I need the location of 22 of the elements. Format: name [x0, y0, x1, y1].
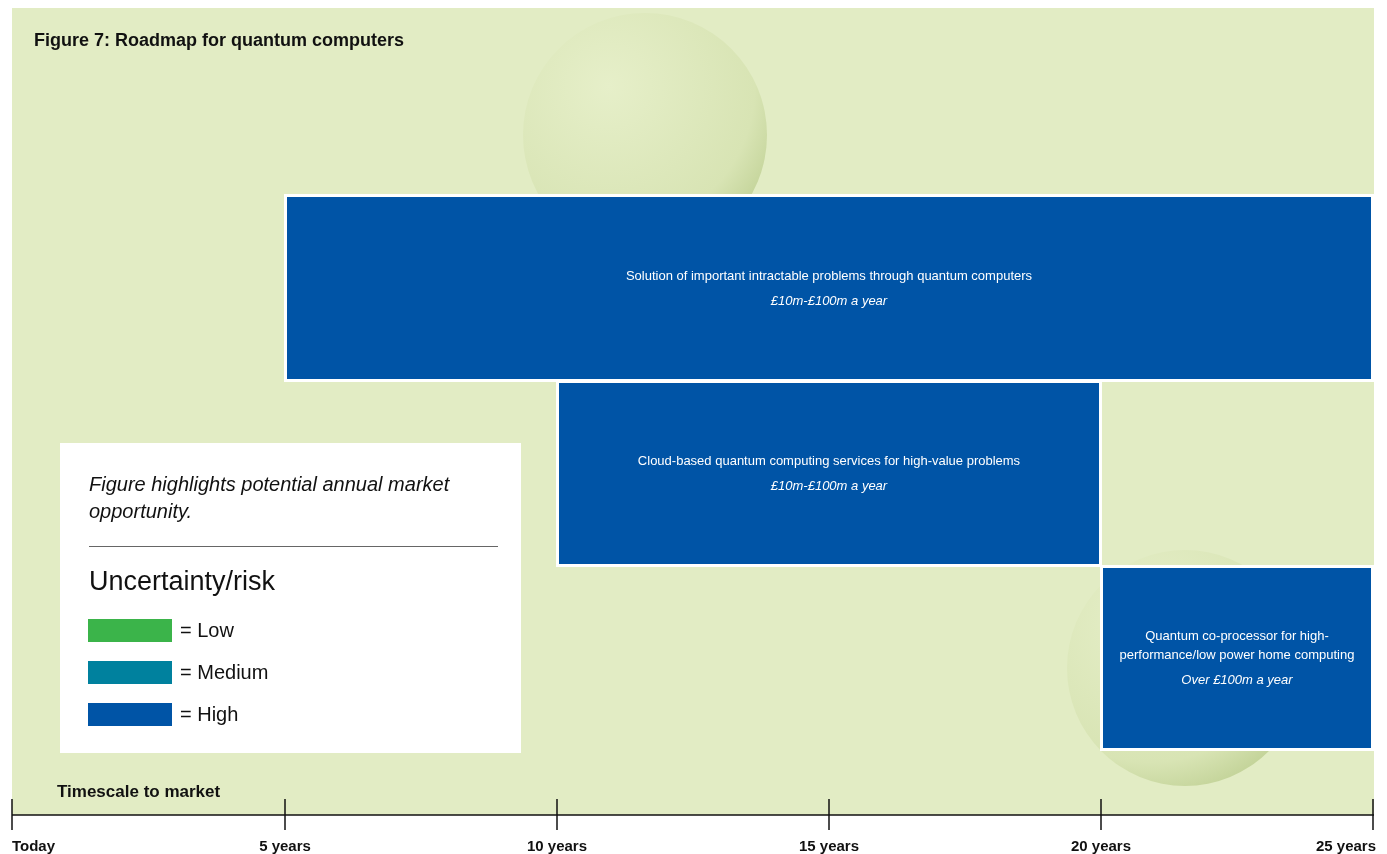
tick-label: Today [12, 836, 56, 854]
tick-label: 20 years [1070, 836, 1132, 854]
bar-title: Quantum co-processor for high-performance/low power home computing [1118, 627, 1356, 665]
tick-label: 5 years [259, 836, 311, 854]
bar-title: Solution of important intractable problems through quantum computers [625, 266, 1033, 285]
figure-title: Figure 7: Roadmap for quantum computers [34, 29, 405, 52]
legend-text: = Low [180, 618, 234, 643]
roadmap-bar [284, 194, 1374, 382]
roadmap-bar [1100, 565, 1374, 751]
legend-text: = High [180, 702, 239, 727]
axis-title: Timescale to market [57, 781, 221, 803]
legend-heading: Uncertainty/risk [89, 565, 276, 598]
tick-label: 10 years [526, 836, 588, 854]
bar-title: Cloud-based quantum computing services for high-value problems [637, 452, 1021, 471]
tick-label: 15 years [798, 836, 860, 854]
roadmap-bar [556, 380, 1102, 567]
market-value: £10m-£100m a year [770, 291, 888, 310]
tick-label: 25 years [1315, 836, 1376, 854]
note-text: Figure highlights potential annual market opportunity. [89, 472, 451, 524]
market-value: Over £100m a year [1181, 671, 1293, 690]
market-value: £10m-£100m a year [770, 477, 888, 496]
legend-text: = Medium [180, 660, 269, 685]
